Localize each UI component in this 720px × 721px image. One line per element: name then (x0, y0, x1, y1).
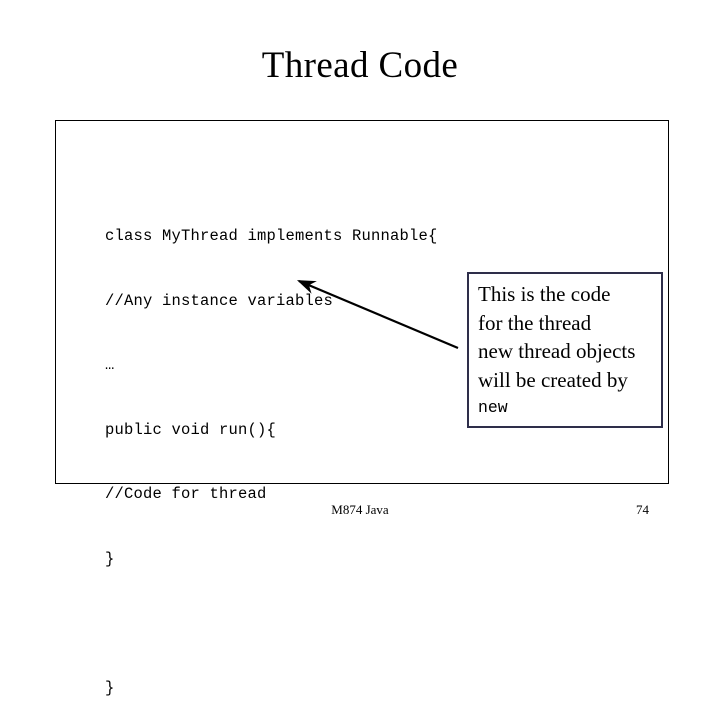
callout-line-code: new (478, 398, 508, 417)
callout-line: This is the code (478, 282, 611, 306)
code-line: //Code for thread (105, 485, 267, 503)
code-line: } (105, 549, 115, 568)
page-title: Thread Code (261, 45, 459, 86)
callout-line: will be created by (478, 367, 628, 392)
code-line: … (105, 356, 115, 374)
callout-line: for the thread (478, 310, 592, 335)
page-number: 74 (636, 502, 649, 517)
code-line: } (105, 678, 115, 697)
footer-label: M874 Java (331, 502, 389, 517)
code-block: class MyThread implements Runnable{ //An… (105, 183, 438, 721)
code-line: class MyThread implements Runnable{ (105, 227, 438, 245)
code-line: public void run(){ (105, 420, 277, 439)
callout-line: new thread objects (478, 339, 636, 363)
callout-box: This is the code for the thread new thre… (467, 272, 663, 428)
code-line-blank (105, 613, 438, 635)
code-line: //Any instance variables (105, 291, 334, 310)
